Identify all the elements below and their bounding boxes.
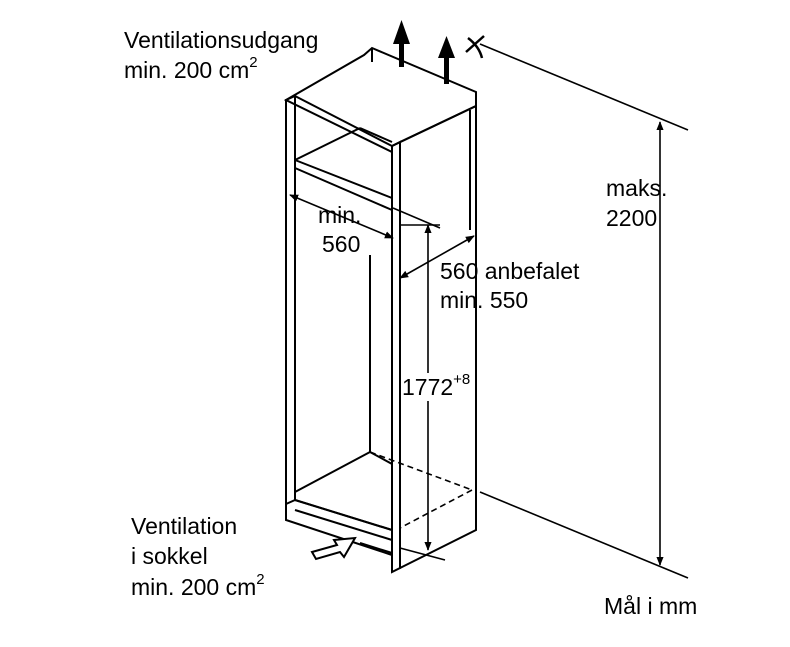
vent-out-arrow-2-head <box>438 36 455 58</box>
vent-in-label-line2: i sokkel <box>131 543 208 569</box>
cabinet-right-side-panel <box>399 104 477 569</box>
upper-shelf-back <box>294 127 361 161</box>
depth-label-line2: min. 550 <box>440 287 529 313</box>
max-height-ext-bottom <box>479 491 689 579</box>
plinth-inner <box>294 509 393 541</box>
max-label-line2: 2200 <box>606 205 658 231</box>
cabinet-front-right-panel <box>391 140 401 574</box>
bottom-shelf <box>294 450 393 532</box>
gap-mark-curve <box>467 37 484 59</box>
vent-in-label-line1: Ventilation <box>131 513 238 539</box>
vent-out-label-line2: min. 200 cm2 <box>124 54 258 84</box>
max-label-line1: maks. <box>606 175 668 201</box>
height-value: 1772 <box>402 374 454 400</box>
plinth-right <box>359 542 393 554</box>
vent-in-arrow <box>310 536 357 561</box>
vent-in-area-exponent: 2 <box>256 571 265 589</box>
depth-dim <box>399 235 475 279</box>
height-label: 1772+8 <box>402 371 471 401</box>
depth-label-line1: 560 anbefalet <box>440 258 580 284</box>
cabinet-front-left-panel <box>285 94 296 506</box>
vent-out-area: min. 200 cm <box>124 57 250 83</box>
vent-out-arrow-2-shaft <box>444 56 449 84</box>
width-dim <box>289 194 394 239</box>
vent-in-area: min. 200 cm <box>131 574 257 600</box>
cabinet-top-front-edge <box>294 95 393 147</box>
bottom-shelf-front <box>294 499 393 531</box>
height-ext-bottom <box>399 547 446 561</box>
width-label-line1: min. <box>318 202 362 228</box>
unit-note: Mål i mm <box>604 593 698 619</box>
max-height-ext-top <box>479 43 689 131</box>
hidden-floor-back <box>369 451 473 491</box>
vent-out-arrow-1-head <box>393 20 410 44</box>
height-tolerance: +8 <box>453 371 471 389</box>
upper-shelf-back-right <box>359 127 393 143</box>
vent-in-label-line3: min. 200 cm2 <box>131 571 265 601</box>
vent-out-arrow-1-shaft <box>399 42 404 67</box>
width-label-line2: 560 <box>322 231 361 257</box>
vent-out-area-exponent: 2 <box>249 54 258 72</box>
hidden-floor-right <box>399 489 473 529</box>
plinth <box>285 504 393 572</box>
vent-out-label-line1: Ventilationsudgang <box>124 27 319 53</box>
